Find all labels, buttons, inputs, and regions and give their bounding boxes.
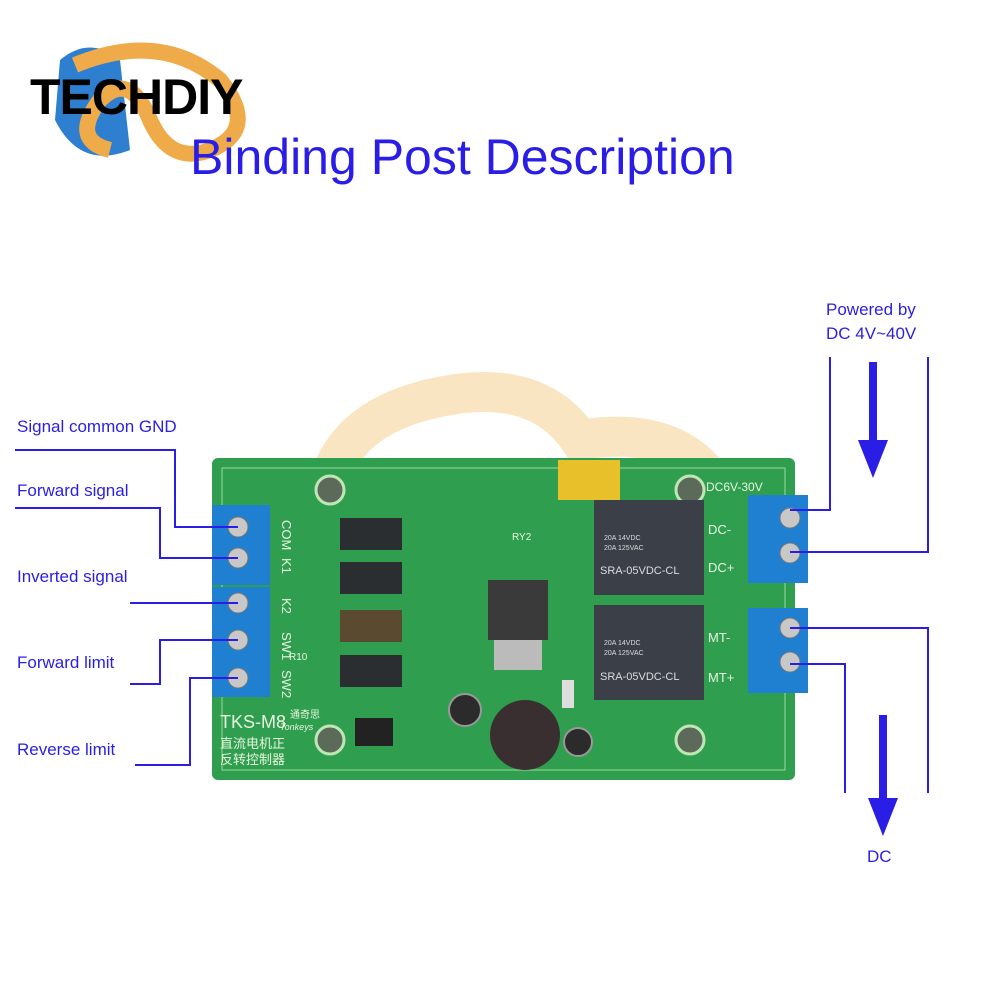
relay1-rating-2: 20A 125VAC — [604, 545, 644, 552]
board-name-1: 直流电机正 — [220, 736, 285, 751]
pin-mt-plus: MT+ — [708, 670, 734, 685]
pin-dc-minus: DC- — [708, 522, 731, 537]
power-arrow-icon — [858, 362, 888, 478]
pin-dc-range: DC6V-30V — [706, 480, 763, 494]
pin-dc-plus: DC+ — [708, 560, 734, 575]
label-dc-range: DC 4V~40V — [826, 324, 917, 343]
board-name-2: 反转控制器 — [220, 752, 285, 767]
board-brand-cn: 通奇思 — [290, 708, 320, 721]
relay2-rating-2: 20A 125VAC — [604, 650, 644, 657]
label-inverted-signal: Inverted signal — [17, 567, 128, 586]
component-r10-label: R10 — [289, 652, 308, 663]
component-ry2-label: RY2 — [512, 532, 532, 543]
pin-k1: K1 — [279, 558, 294, 574]
label-signal-common-gnd: Signal common GND — [17, 417, 177, 436]
pin-com: COM — [279, 520, 294, 550]
pin-k2: K2 — [279, 598, 294, 614]
logo-text: TECHDIY — [30, 69, 243, 125]
pcb-board: TKS-M8 通奇思 Tonkeys 直流电机正 反转控制器 R10 RY2 C… — [212, 458, 795, 780]
label-reverse-limit: Reverse limit — [17, 740, 116, 759]
pin-sw1: SW1 — [279, 632, 294, 660]
leader-lines — [15, 357, 929, 793]
left-terminal-blocks — [212, 505, 270, 697]
board-brand: Tonkeys — [280, 722, 314, 732]
label-dc-motor: DC — [867, 847, 892, 866]
relay1-rating-1: 20A 14VDC — [604, 535, 641, 542]
page-title: Binding Post Description — [190, 129, 735, 185]
relay2-model: SRA-05VDC-CL — [600, 671, 679, 683]
pin-mt-minus: MT- — [708, 630, 730, 645]
techdiy-logo — [55, 42, 246, 162]
pin-sw2: SW2 — [279, 670, 294, 698]
motor-arrow-icon — [868, 715, 898, 836]
board-model: TKS-M8 — [220, 712, 286, 732]
relay2-rating-1: 20A 14VDC — [604, 640, 641, 647]
label-forward-limit: Forward limit — [17, 653, 115, 672]
label-forward-signal: Forward signal — [17, 481, 129, 500]
relay1-model: SRA-05VDC-CL — [600, 565, 679, 577]
label-powered-by: Powered by — [826, 300, 916, 319]
